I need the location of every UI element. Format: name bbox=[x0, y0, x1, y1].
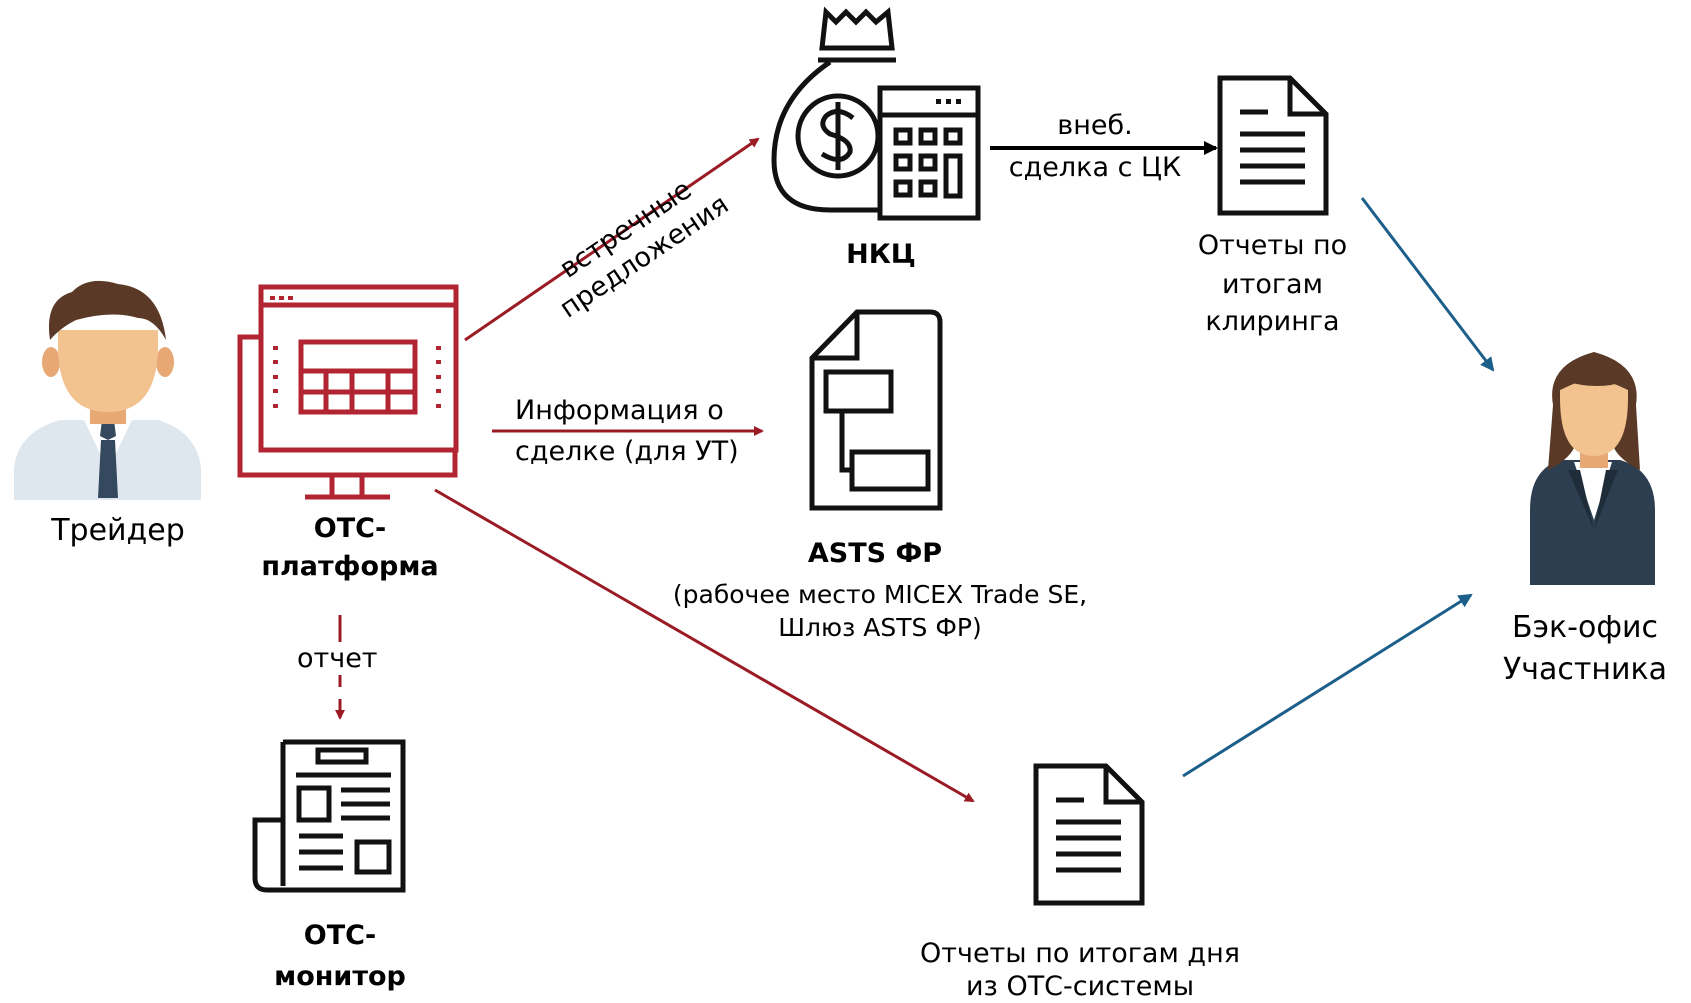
day-reports-line1: Отчеты по итогам дня bbox=[920, 938, 1240, 969]
deal-info-line1: Информация о bbox=[515, 395, 724, 426]
asts-subtitle-line1: (рабочее место MICEX Trade SE, bbox=[672, 580, 1088, 609]
arrow-day-reports-to-backoffice bbox=[1182, 593, 1473, 778]
asts-subtitle-line2: Шлюз ASTS ФР) bbox=[778, 613, 982, 642]
otc-monitor-label-line2: монитор bbox=[274, 961, 406, 992]
backoffice-label-line2: Участника bbox=[1503, 652, 1667, 687]
arrow-platform-to-day-reports bbox=[434, 488, 975, 803]
otc-platform-label-line2: платформа bbox=[261, 551, 439, 582]
otc-deal-line2: сделка с ЦК bbox=[1008, 152, 1182, 183]
otc-platform-label-line1: ОТС- bbox=[313, 513, 387, 544]
day-reports-line2: из ОТС-системы bbox=[965, 971, 1195, 1002]
calculator-dots bbox=[936, 99, 961, 104]
trader-label: Трейдер bbox=[51, 513, 185, 548]
clearing-reports-line3: клиринга bbox=[1205, 306, 1340, 337]
clearing-reports-line2: итогам bbox=[1222, 269, 1323, 300]
document-icon bbox=[1217, 75, 1329, 216]
monitor-dots bbox=[270, 296, 441, 408]
clearing-reports-line1: Отчеты по bbox=[1197, 230, 1348, 261]
document-flowchart-icon bbox=[809, 309, 943, 511]
man-avatar bbox=[14, 280, 201, 500]
money-bag-calculator-icon bbox=[771, 6, 981, 221]
arrow-clearing-to-backoffice bbox=[1360, 197, 1495, 372]
asts-title: ASTS ФР bbox=[807, 538, 943, 569]
arrow-platform-to-nkc bbox=[464, 137, 760, 342]
report-label: отчет bbox=[295, 642, 380, 675]
newspaper-icon bbox=[252, 739, 406, 893]
otc-deal-line1: внеб. bbox=[1057, 110, 1133, 141]
otc-monitor-label-line1: ОТС- bbox=[303, 920, 377, 951]
nkc-label: НКЦ bbox=[846, 239, 916, 270]
deal-info-line2: сделке (для УТ) bbox=[515, 436, 739, 467]
woman-avatar bbox=[1530, 352, 1655, 585]
document-icon bbox=[1033, 763, 1145, 906]
backoffice-label-line1: Бэк-офис bbox=[1512, 610, 1658, 645]
monitor-window-icon bbox=[237, 284, 459, 500]
